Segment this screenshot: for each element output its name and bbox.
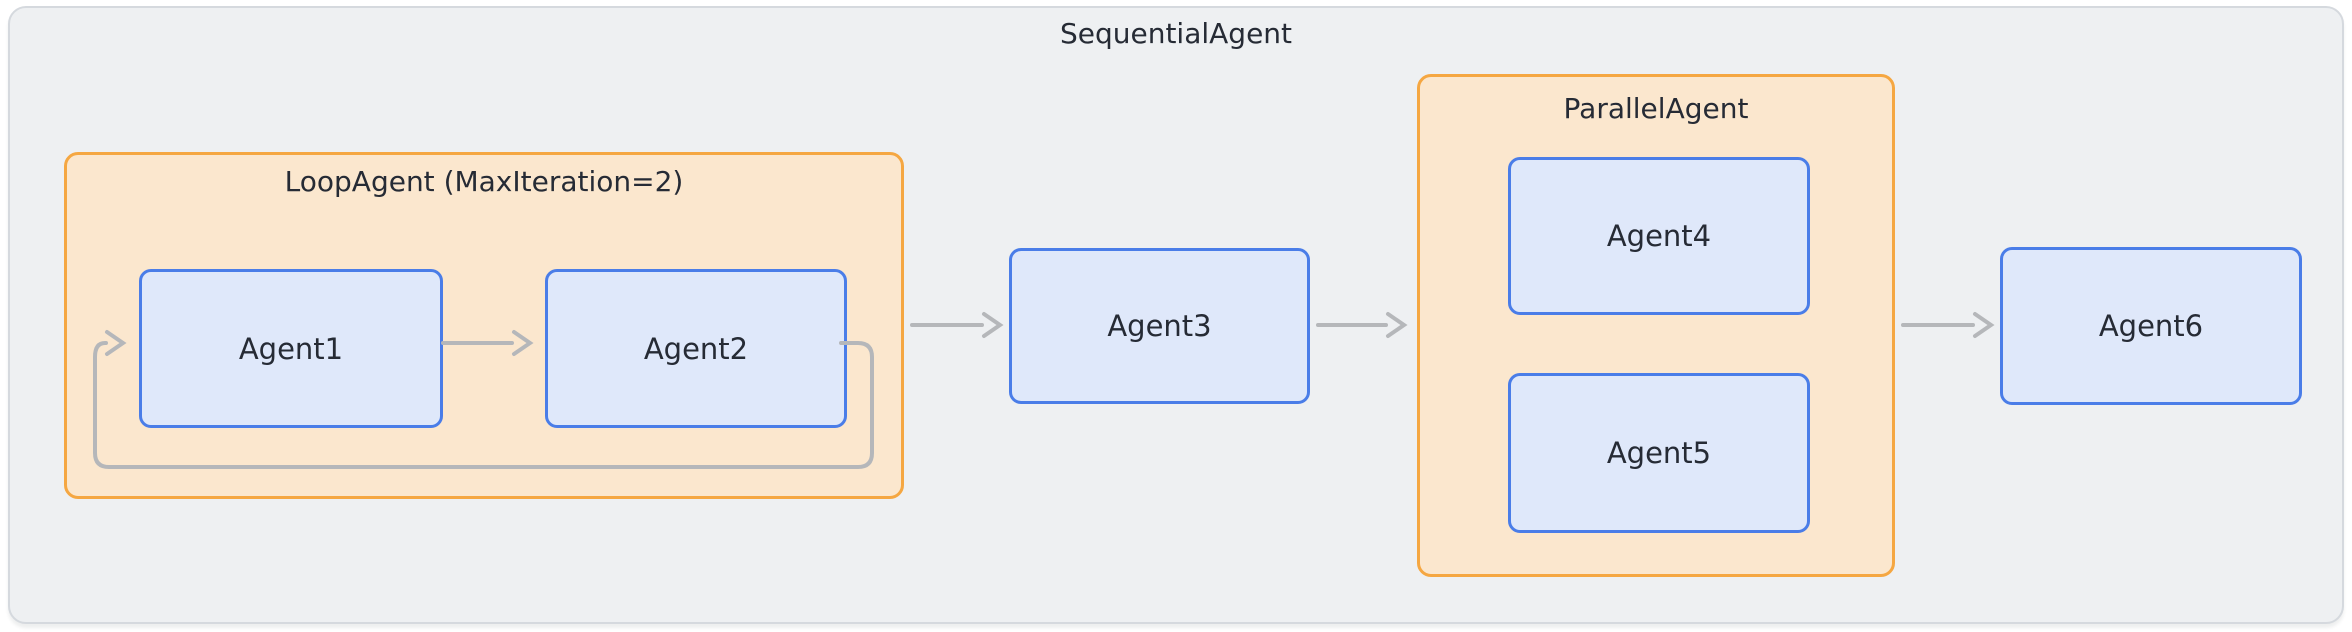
agent2-label: Agent2 (643, 331, 749, 366)
loop-agent-title: LoopAgent (MaxIteration=2) (284, 165, 684, 198)
sequential-agent-container: SequentialAgent LoopAgent (MaxIteration=… (8, 6, 2344, 624)
parallel-agent-title: ParallelAgent (1563, 92, 1749, 125)
agent3-label: Agent3 (1107, 309, 1212, 343)
node-agent5: Agent5 (1508, 373, 1810, 533)
node-agent3: Agent3 (1009, 248, 1310, 404)
agent5-label: Agent5 (1606, 436, 1712, 470)
node-agent2: Agent2 (545, 269, 847, 428)
agent1-label: Agent1 (238, 331, 344, 366)
agent6-label: Agent6 (2098, 309, 2204, 343)
loop-agent-group: LoopAgent (MaxIteration=2) Agent1 Agent2 (64, 152, 904, 499)
agent4-label: Agent4 (1606, 219, 1712, 253)
node-agent1: Agent1 (139, 269, 443, 428)
node-agent4: Agent4 (1508, 157, 1810, 315)
parallel-agent-group: ParallelAgent Agent4 Agent5 (1417, 74, 1895, 577)
node-agent6: Agent6 (2000, 247, 2302, 405)
sequential-agent-title: SequentialAgent (1059, 17, 1293, 50)
